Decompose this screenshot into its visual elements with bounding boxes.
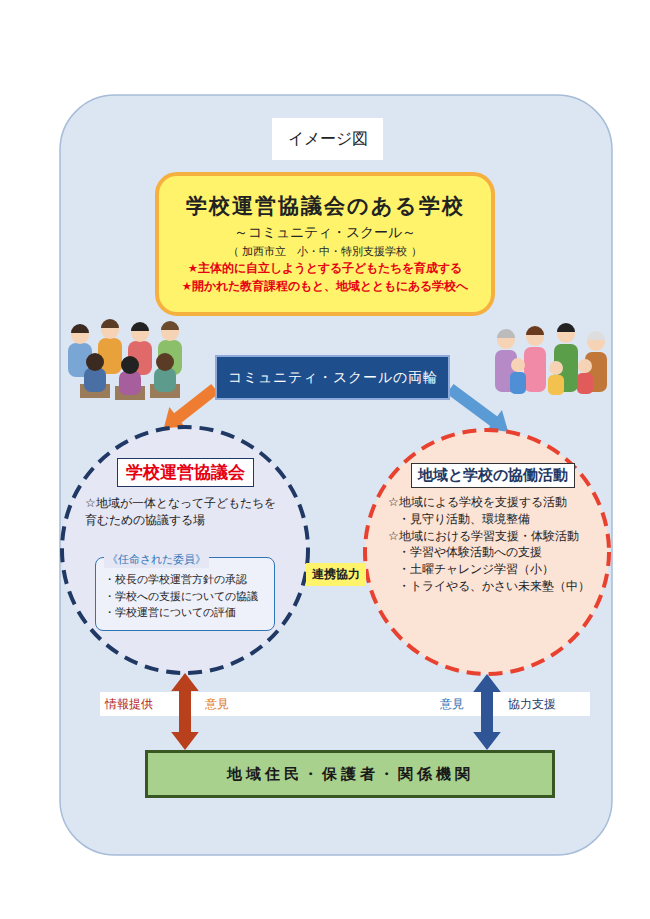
connector: [450, 389, 508, 432]
node-text: ・見守り活動、環境整備: [388, 511, 598, 528]
node-text: ・学校運営についての評価: [104, 605, 266, 622]
arrow-head: [473, 674, 501, 692]
pillar-box: コミュニティ・スクールの両輪: [215, 355, 450, 400]
node-text: ・学校への支援についての協議: [104, 589, 266, 606]
arrow-caption: 意見: [440, 696, 464, 712]
node-text: ☆地域における学習支援・体験活動: [388, 528, 598, 545]
council-circle: 学校運営協議会 ☆地域が一体となって子どもたちを育むための協議する場《任命された委…: [60, 425, 310, 675]
member-box: 《任命された委員》・校長の学校運営方針の承認・学校への支援についての協議・学校運…: [95, 557, 275, 631]
arrow-head: [171, 673, 199, 691]
connector: [473, 674, 501, 750]
node-content: 地域と学校の協働活動 ☆地域による学校を支援する活動・見守り活動、環境整備☆地域に…: [388, 463, 598, 595]
community-band: 地域住民・保護者・関係機関: [145, 750, 555, 798]
node-text: ・土曜チャレンジ学習（小）: [388, 561, 598, 578]
node-heading: 《任命された委員》: [104, 552, 209, 568]
label-band: [100, 692, 590, 716]
diagram-title: イメージ図: [272, 118, 383, 160]
connector-line: [179, 690, 191, 733]
school-box: 学校運営協議会のある学校～コミュニティ・スクール～（ 加西市立 小・中・特別支援…: [155, 172, 495, 316]
node-heading: 学校運営協議会: [117, 458, 254, 487]
node-text: ～コミュニティ・スクール～: [167, 222, 483, 243]
node-text: ・学習や体験活動への支援: [388, 544, 598, 561]
node-text: ・トライやる、かさい未来塾（中）: [388, 578, 598, 595]
dashed-circle: [62, 427, 308, 673]
connector-line: [177, 389, 215, 419]
arrow-head: [171, 732, 199, 750]
node-heading: 学校運営協議会のある学校: [167, 192, 483, 221]
arrow-caption: 情報提供: [105, 696, 153, 712]
arrow-caption: 協力支援: [508, 696, 556, 712]
dashed-circle: [365, 430, 609, 674]
node-text: ☆地域による学校を支援する活動: [388, 494, 598, 511]
outer-panel: [60, 95, 612, 855]
node-text: ★開かれた教育課程のもと、地域とともにある学校へ: [167, 278, 483, 296]
node-content: 地域住民・保護者・関係機関: [148, 759, 552, 790]
node-heading: 地域と学校の協働活動: [411, 463, 575, 488]
node-heading: 地域住民・保護者・関係機関: [156, 765, 544, 784]
node-text: （ 加西市立 小・中・特別支援学校 ）: [167, 243, 483, 261]
connector-line: [481, 691, 493, 733]
connector: [164, 389, 215, 429]
node-content: 学校運営協議会のある学校～コミュニティ・スクール～（ 加西市立 小・中・特別支援…: [159, 186, 491, 302]
node-text: ・校長の学校運営方針の承認: [104, 572, 266, 589]
connector: [171, 673, 199, 750]
activity-circle: 地域と学校の協働活動 ☆地域による学校を支援する活動・見守り活動、環境整備☆地域に…: [363, 428, 611, 676]
link-label: 連携協力: [306, 563, 366, 586]
node-heading: コミュニティ・スクールの両輪: [225, 369, 440, 387]
arrow-caption: 意見: [205, 696, 229, 712]
connector-line: [450, 389, 495, 422]
family-people: [495, 323, 607, 395]
meeting-people: [68, 319, 182, 400]
node-text: ☆地域が一体となって子どもたちを育むための協議する場: [85, 495, 285, 530]
node-text: ★主体的に自立しようとする子どもたちを育成する: [167, 260, 483, 278]
node-content: 《任命された委員》・校長の学校運営方針の承認・学校への支援についての協議・学校運…: [96, 561, 274, 627]
node-content: コミュニティ・スクールの両輪: [217, 363, 448, 393]
arrow-head: [473, 732, 501, 750]
node-content: 学校運営協議会 ☆地域が一体となって子どもたちを育むための協議する場: [85, 458, 285, 530]
